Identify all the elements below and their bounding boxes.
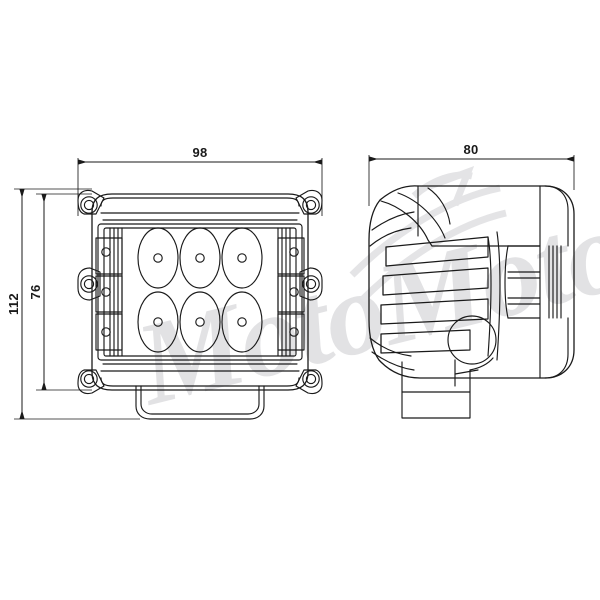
front-top-shroud-inner xyxy=(100,197,300,207)
side-body-seam-a xyxy=(487,236,492,357)
side-rear-plate-outline xyxy=(507,245,541,319)
dimension-width-overall: 98 xyxy=(77,145,323,216)
side-bottom-stem xyxy=(401,357,494,419)
front-view xyxy=(77,189,323,420)
side-body-seam-b xyxy=(496,231,501,361)
side-right-fin-stack xyxy=(548,245,562,319)
side-view xyxy=(368,185,575,419)
front-mount-ear-right-mid xyxy=(299,267,323,301)
watermark: MotoMoto xyxy=(123,166,600,431)
led-optic xyxy=(137,227,179,289)
front-left-hole xyxy=(101,247,111,257)
side-upper-shroud-sweep2 xyxy=(397,192,446,239)
front-right-hole xyxy=(289,287,299,297)
side-upper-shroud-sweep xyxy=(380,200,433,247)
side-bezel-arc-bottom2 xyxy=(371,351,415,371)
side-bezel-arc-top xyxy=(371,211,415,231)
dimension-label-98: 98 xyxy=(192,145,207,160)
front-right-side-plate xyxy=(277,237,305,351)
front-left-hole xyxy=(101,327,111,337)
led-optic xyxy=(221,291,263,353)
dimension-depth-overall: 80 xyxy=(368,142,575,206)
led-optic xyxy=(221,227,263,289)
dimension-layer: 98 112 76 80 xyxy=(6,142,575,420)
dimension-label-80: 80 xyxy=(463,142,478,157)
dimension-height-overall: 112 xyxy=(6,188,140,420)
side-rear-plate xyxy=(504,245,541,319)
led-optic xyxy=(137,291,179,353)
dimension-label-112: 112 xyxy=(6,293,21,315)
side-bezel-arc-bottom xyxy=(369,337,412,357)
front-left-hole xyxy=(101,287,111,297)
side-shroud-curve xyxy=(427,187,451,225)
side-bottom-right-cap xyxy=(544,317,569,379)
led-optic xyxy=(179,227,221,289)
led-optic xyxy=(179,291,221,353)
front-bottom-bracket xyxy=(135,385,265,420)
side-circular-boss xyxy=(447,315,497,365)
front-mount-ear-right-bottom xyxy=(295,369,323,395)
dimension-label-76: 76 xyxy=(28,284,43,299)
side-top-right-cap xyxy=(544,185,569,247)
front-mount-ear-left-mid xyxy=(77,267,101,301)
front-right-hole xyxy=(289,327,299,337)
front-left-side-plate xyxy=(95,237,123,351)
dimension-height-body: 76 xyxy=(28,193,92,391)
side-rear-plate-left xyxy=(504,245,509,319)
front-mount-ear-right-top xyxy=(295,189,323,215)
front-left-reflector-ribs xyxy=(109,227,123,357)
front-lens-frame xyxy=(97,223,303,361)
front-right-hole xyxy=(289,247,299,257)
side-bezel-arc-top2 xyxy=(369,227,412,247)
side-fin-roots xyxy=(380,246,387,354)
front-led-array xyxy=(137,227,263,353)
